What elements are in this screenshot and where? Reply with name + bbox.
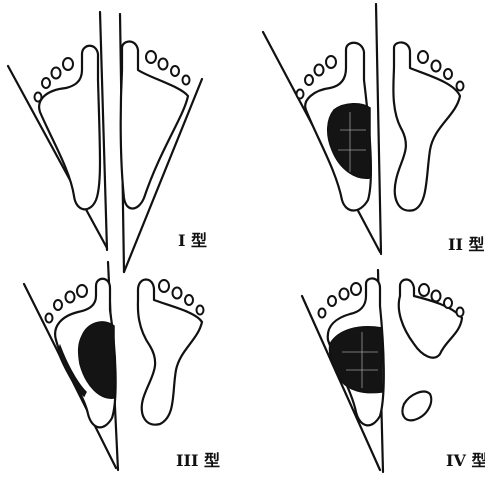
type-label: IV 型 [446, 451, 485, 470]
angle-line-right [100, 12, 107, 250]
type-label: III 型 [176, 451, 220, 470]
right-forefoot [399, 280, 462, 358]
right-heel [402, 392, 431, 421]
right-footprint [393, 42, 460, 210]
panel-type-4: IV 型 [302, 270, 485, 472]
panel-type-2: II 型 [263, 4, 485, 254]
type-label: I 型 [178, 231, 207, 250]
panel-type-3: III 型 [24, 262, 220, 470]
angle-line-right [376, 4, 381, 254]
panel-type-1: I 型 [8, 12, 207, 272]
type-label: II 型 [448, 235, 485, 254]
arch-shading [329, 327, 382, 393]
